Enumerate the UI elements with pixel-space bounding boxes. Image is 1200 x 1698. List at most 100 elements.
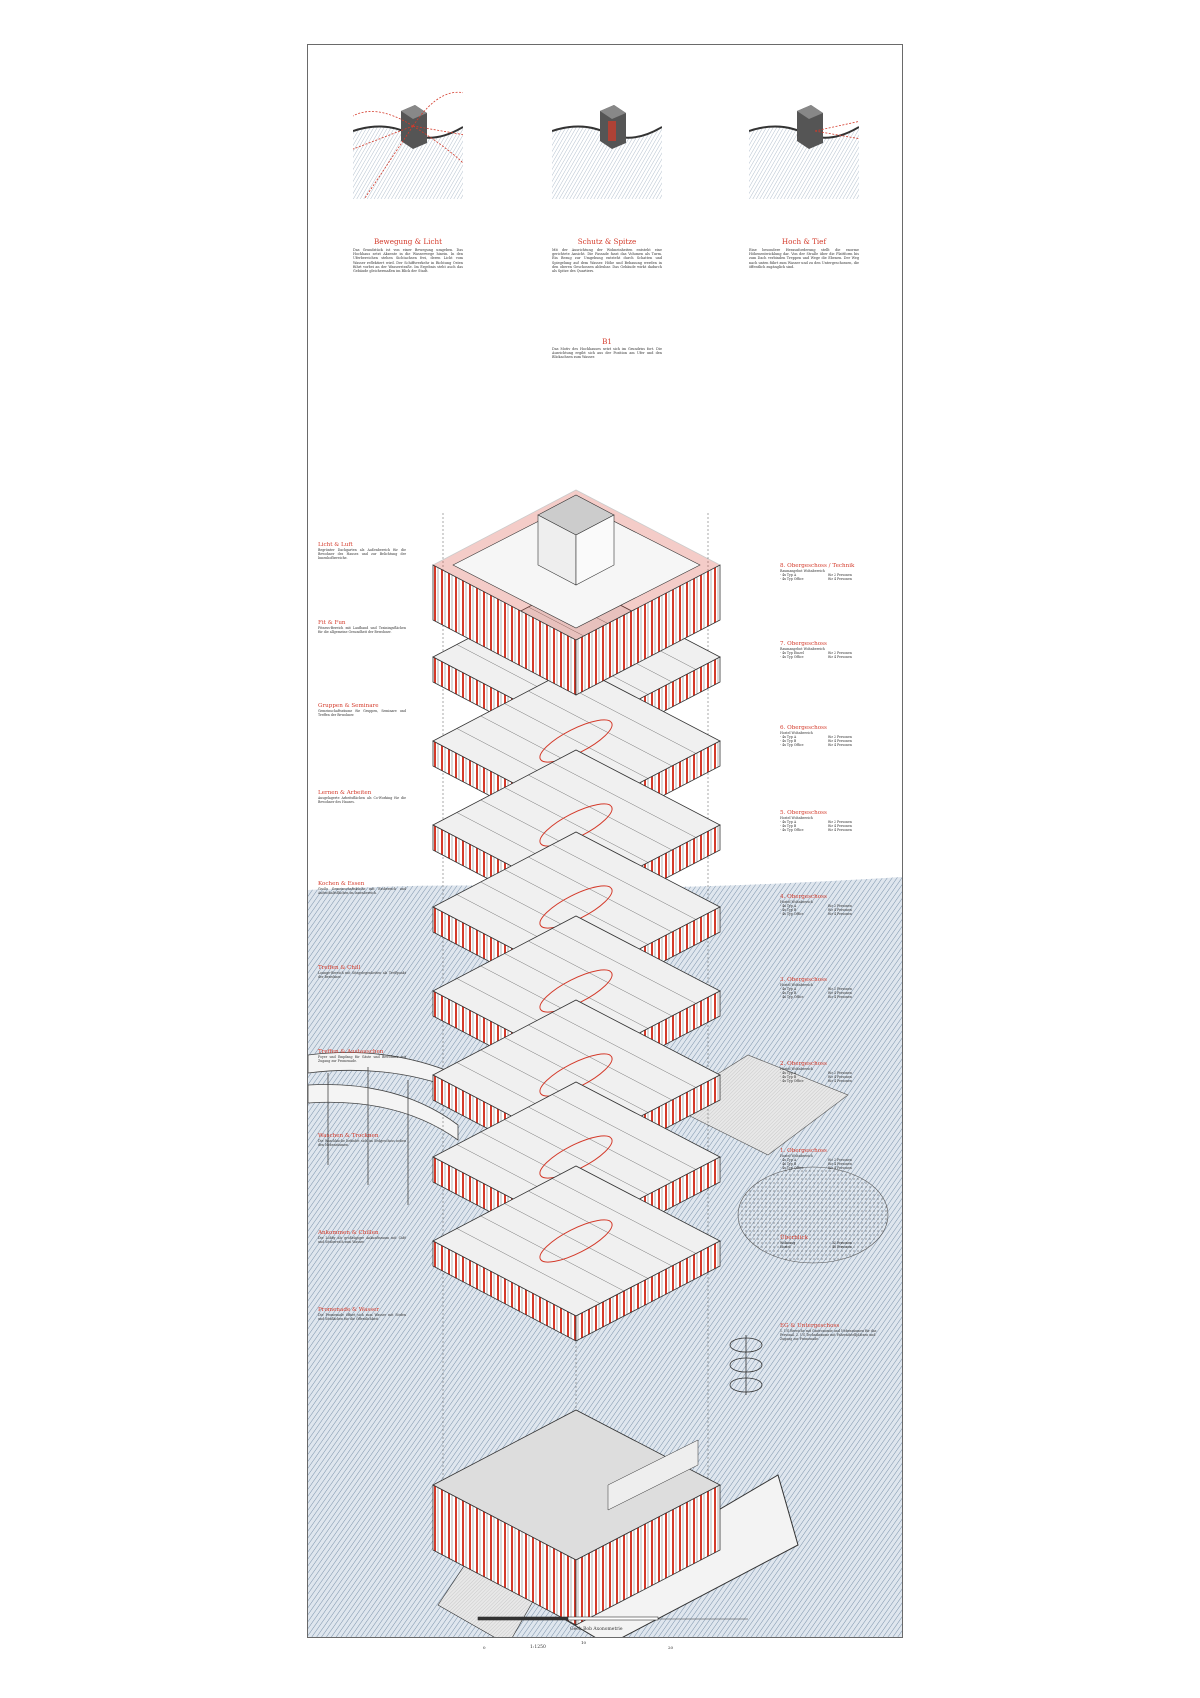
right-note-title: 3. Obergeschoss [780,977,827,983]
row-name: - 4x Typ Office [780,912,804,916]
row-name: - 4x Typ A [780,1158,797,1162]
right-note-subtitle: Hostel Wohnbereich [780,1154,813,1158]
row-name: - 4x Typ B [780,824,797,828]
right-note-title: Überblick [780,1235,808,1241]
left-note-title: Waschen & Trocknen [318,1133,379,1139]
drawing-sheet: Bewegung & Licht Das Grundstück ist von … [307,44,903,1638]
row-persons: für 4 Personen [828,1079,852,1083]
row-persons: für 4 Personen [828,1162,852,1166]
tower-floor [432,1165,721,1342]
right-note-row: - 4x Typ B für 4 Personen [780,1075,880,1079]
row-persons: für 4 Personen [828,1075,852,1079]
right-note-subtitle: Raumangebot Wohnbereich [780,569,825,573]
left-note-title: Ankommen & Chillen [318,1230,379,1236]
row-name: - 4x Typ A [780,987,797,991]
left-note-title: Promenade & Wasser [318,1307,380,1313]
left-note-title: Treffen & Chill [318,965,361,971]
right-note-row: - 4x Typ A für 2 Personen [780,904,880,908]
row-persons: für 2 Personen [828,651,852,655]
row-name: - 4x Typ B [780,991,797,995]
right-note-subtitle: 1. UG Bereiche mit Gastronomie und Neben… [780,1329,877,1341]
left-note-text: Die Lobby als großzügiger Ankunftsraum m… [318,1236,406,1244]
right-note-row: - 4x Typ A für 2 Personen [780,573,880,577]
right-note-row: Wohnung 32 Personen [780,1241,880,1245]
row-persons: für 4 Personen [828,995,852,999]
left-note-title: Lernen & Arbeiten [318,790,372,796]
left-note-title: Kochen & Essen [318,881,365,887]
row-name: - 4x Typ B [780,1075,797,1079]
right-note-title: EG & Untergeschoss [780,1323,840,1329]
row-name: - 4x Typ A [780,735,797,739]
diagram-3-text: Eine besondere Herausforderung stellt di… [749,248,859,269]
scale-label-right: 20 [668,1645,674,1650]
right-note-row: - 4x Typ B für 4 Personen [780,991,880,995]
left-note-text: Die Waschküche befindet sich im Erdgesch… [318,1139,406,1147]
left-note-text: Foyer und Empfang für Gäste und Bewohner… [318,1055,406,1063]
row-persons: für 4 Personen [828,1166,852,1170]
row-persons: für 2 Personen [828,735,852,739]
row-persons: 32 Personen [831,1241,852,1245]
row-persons: für 4 Personen [828,991,852,995]
row-name: - 4x Typ Office [780,828,804,832]
right-note-subtitle: Raumangebot Wohnbereich [780,647,825,651]
diagram-2-image [552,91,662,199]
row-name: - 4x Typ B [780,1162,797,1166]
row-name: - 4x Typ A [780,904,797,908]
right-note-title: 8. Obergeschoss / Technik [780,563,855,569]
row-persons: 48 Personen [831,1245,852,1249]
intro-text: Das Motiv des Hochhauses setzt sich im G… [552,347,662,360]
diagram-1-image [353,91,463,199]
row-name: - 4x Typ B [780,908,797,912]
right-note-title: 1. Obergeschoss [780,1148,827,1154]
row-persons: für 4 Personen [828,908,852,912]
diagram-3-title: Hoch & Tief [781,237,827,246]
right-note-subtitle: Hostel Wohnbereich [780,900,813,904]
row-name: - 4x Typ Office [780,995,804,999]
right-note-row: - 4x Typ B für 4 Personen [780,1162,880,1166]
row-persons: für 2 Personen [828,573,852,577]
left-note-title: Licht & Luft [318,542,353,548]
right-note-title: 2. Obergeschoss [780,1061,827,1067]
left-note-text: Die Promenade öffnet sich zum Wasser mit… [318,1313,406,1321]
right-note-subtitle: Hostel Wohnbereich [780,983,813,987]
right-note-row: - 4x Typ B für 4 Personen [780,908,880,912]
right-note-title: 6. Obergeschoss [780,725,827,731]
left-note-text: Große Gemeinschaftsküche mit Essbereich … [318,887,406,895]
scale-caption: Geek Bob Axonometrie [570,1627,623,1632]
row-persons: für 4 Personen [828,577,852,581]
intro-title: B1 [602,337,612,346]
row-name: - 4x Typ A [780,1071,797,1075]
right-note-subtitle: Hostel Wohnbereich [780,731,813,735]
row-name: Wohnung [780,1241,796,1245]
diagram-2-text: Mit der Ausrichtung der Wohneinheiten en… [552,248,662,274]
row-name: - 4x Typ A [780,573,797,577]
row-persons: für 4 Personen [828,912,852,916]
row-persons: für 2 Personen [828,904,852,908]
right-note-row: - 4x Typ Office für 4 Personen [780,995,880,999]
diagram-1-title: Bewegung & Licht [374,237,442,246]
row-persons: für 2 Personen [828,820,852,824]
right-note-title: 4. Obergeschoss [780,894,827,900]
axonometric-tower [308,489,902,1637]
right-note-subtitle: Hostel Wohnbereich [780,1067,813,1071]
